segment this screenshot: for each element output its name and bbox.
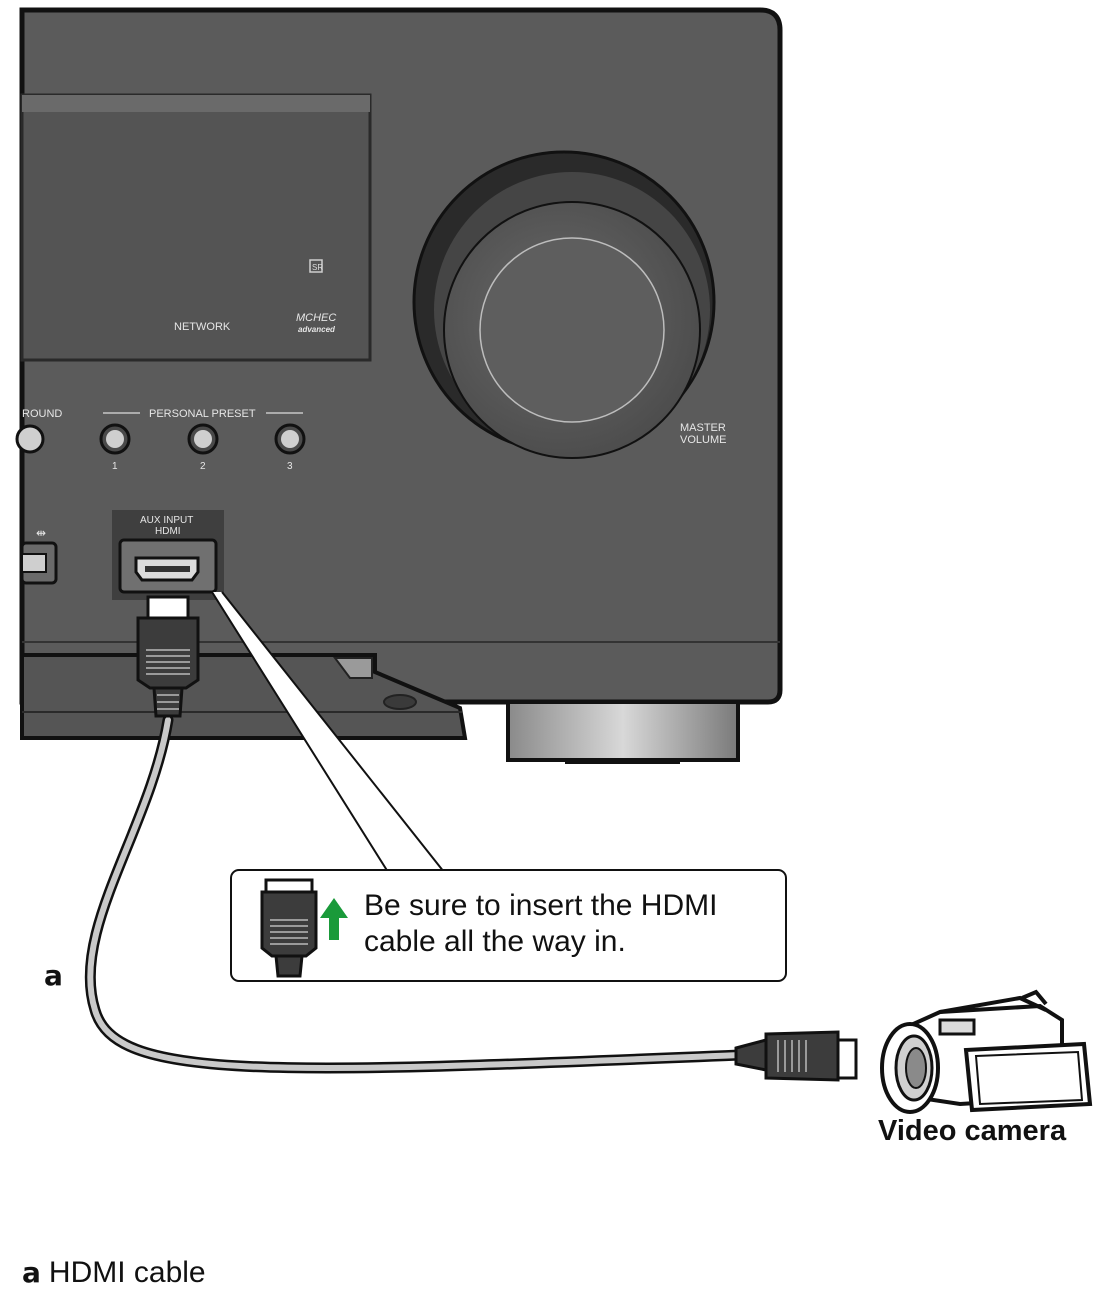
usb-port: ⇹ [20, 526, 58, 585]
legend-letter: a [22, 1256, 41, 1289]
preset-number-2: 2 [200, 461, 206, 472]
preset-button-3 [274, 423, 306, 455]
aux-input-label-2: HDMI [155, 526, 181, 537]
usb-icon: ⇹ [36, 526, 46, 540]
hdmi-plug-camera [734, 1030, 858, 1082]
master-volume-label-2: VOLUME [680, 434, 726, 446]
aux-hdmi-input [112, 510, 224, 600]
preset-button-2 [187, 423, 219, 455]
callout-instruction: Be sure to insert the HDMI cable all the… [364, 889, 718, 958]
mchec-logo: MCHEC [296, 312, 336, 324]
surround-button [15, 424, 45, 454]
video-camera-icon [880, 989, 1093, 1114]
hdmi-cable [84, 714, 746, 1074]
preset-button-1 [99, 423, 131, 455]
surround-label: ROUND [22, 408, 62, 420]
sr-logo-icon [309, 259, 323, 273]
hdmi-plug-receiver [136, 595, 200, 718]
display-window: SR NETWORK MCHEC advanced [20, 93, 372, 362]
cable-letter-label: a [44, 959, 63, 992]
master-volume-knob [412, 150, 716, 459]
preset-number-3: 3 [287, 461, 293, 472]
mchec-logo-sub: advanced [298, 325, 336, 334]
master-volume-label-1: MASTER [680, 422, 726, 434]
personal-preset-label: PERSONAL PRESET [149, 408, 256, 420]
legend-text: HDMI cable [48, 1256, 206, 1289]
callout-box [230, 869, 787, 982]
insert-arrow-icon [320, 898, 348, 940]
receiver-foot [506, 700, 740, 764]
network-label: NETWORK [174, 321, 231, 333]
preset-number-1: 1 [112, 461, 118, 472]
aux-input-label-1: AUX INPUT [140, 515, 193, 526]
hdmi-plug-icon [260, 878, 318, 978]
svg-text:SR: SR [312, 263, 323, 272]
video-camera-label: Video camera [878, 1115, 1067, 1147]
